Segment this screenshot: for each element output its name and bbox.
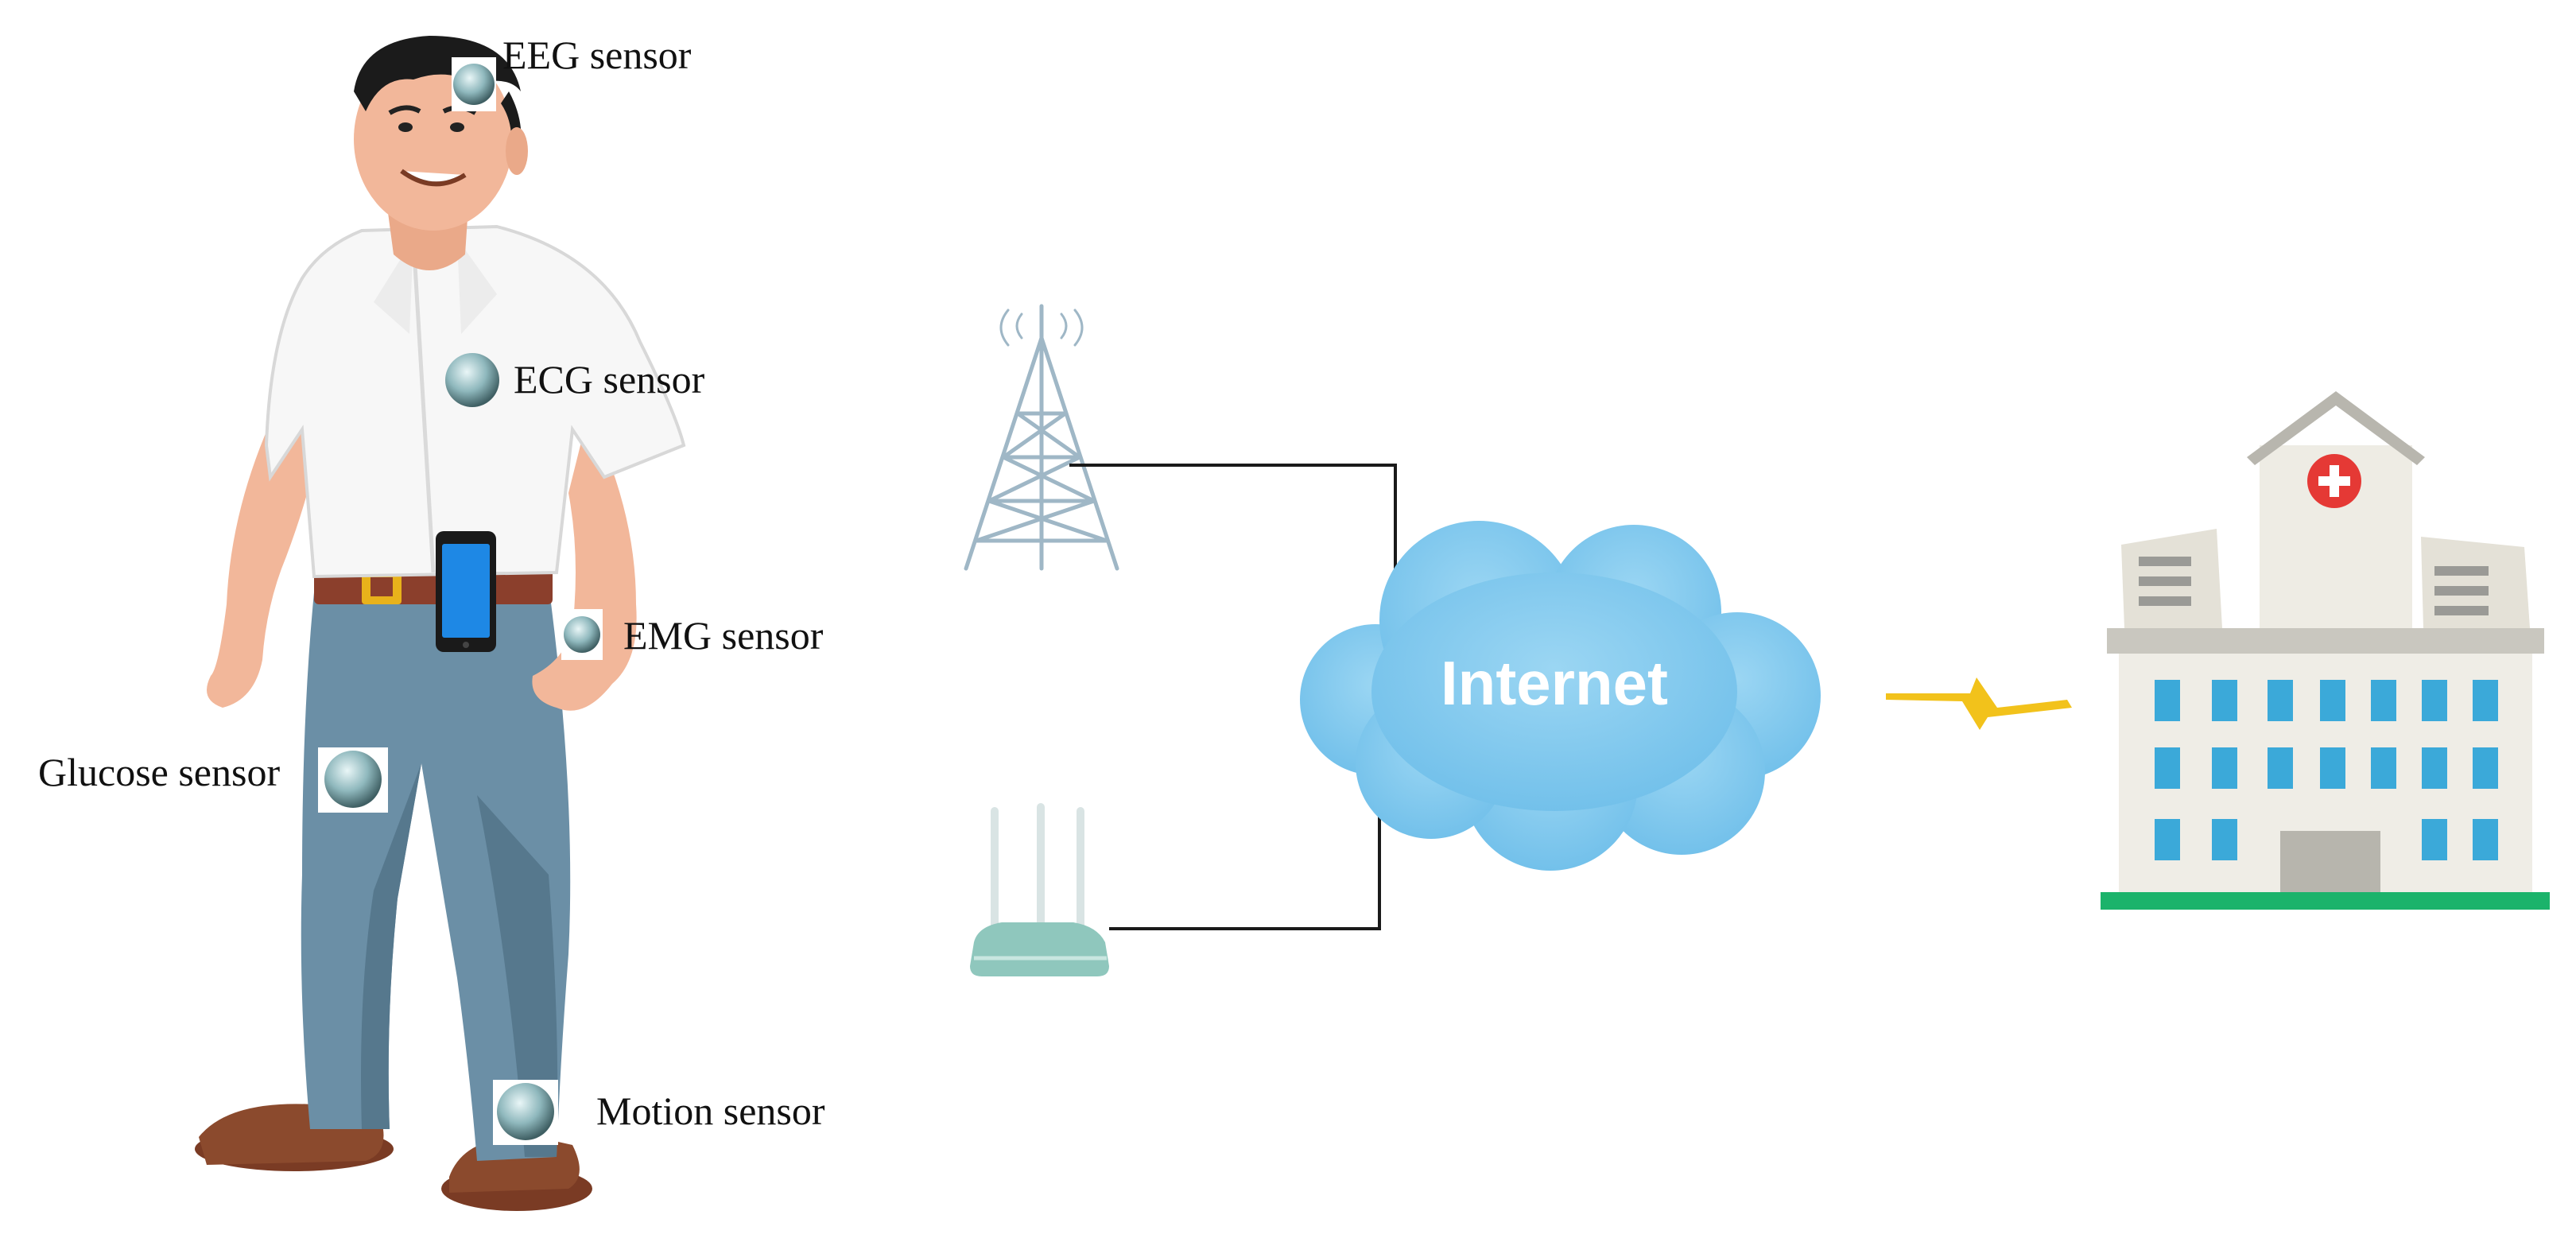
emg-sensor-node (561, 609, 603, 660)
glucose-sensor-node (318, 747, 388, 813)
person-icon (195, 36, 686, 1211)
ecg-sensor-label: ECG sensor (514, 357, 705, 402)
wifi-router-icon (970, 803, 1109, 976)
cell-tower-icon (964, 304, 1119, 571)
motion-sensor-label: Motion sensor (596, 1089, 825, 1133)
eeg-sensor-node (452, 57, 496, 111)
smartphone-icon (436, 531, 496, 652)
motion-sensor-node (493, 1080, 558, 1145)
lightning-link-icon (1886, 677, 2072, 730)
ecg-sensor-node (445, 353, 499, 407)
hospital-icon (2101, 391, 2550, 910)
emg-sensor-label: EMG sensor (623, 613, 824, 658)
internet-label: Internet (1441, 648, 1669, 718)
network-wires (1069, 464, 1397, 930)
eeg-sensor-label: EEG sensor (502, 33, 692, 77)
glucose-sensor-label: Glucose sensor (38, 750, 281, 794)
cloud-icon (1300, 521, 1821, 871)
